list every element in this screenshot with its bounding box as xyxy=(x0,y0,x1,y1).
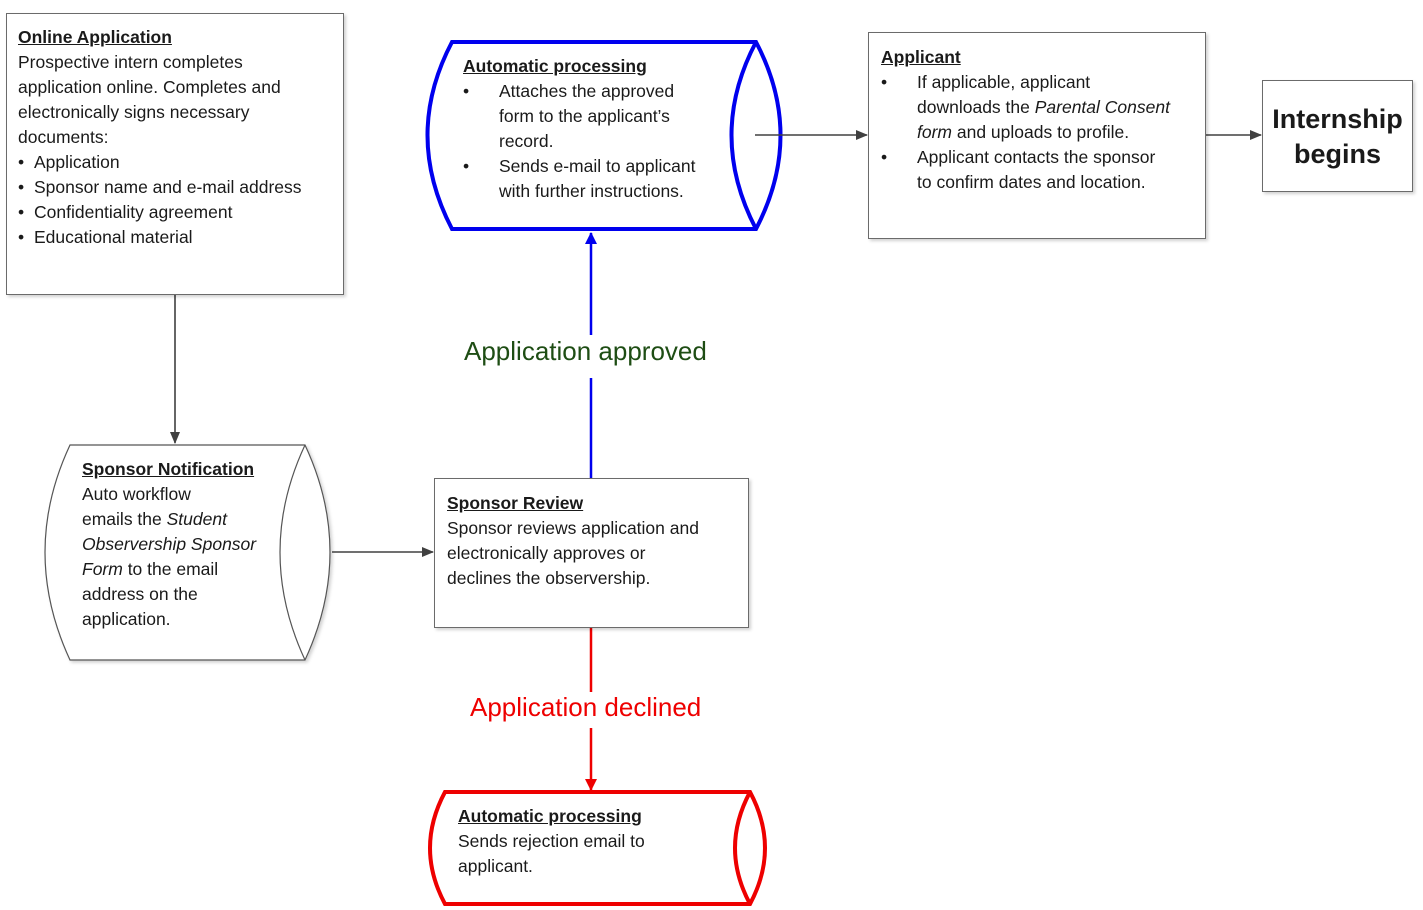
online-application-text: documents: xyxy=(18,127,109,147)
applicant-title: Applicant xyxy=(881,47,961,67)
list-item: •Attaches the approved xyxy=(463,79,696,104)
bullet-icon: • xyxy=(463,156,470,176)
bullet-icon: • xyxy=(18,227,25,247)
auto-declined-shape xyxy=(428,790,767,906)
auto-declined-node: Automatic processing Sends rejection ema… xyxy=(458,806,645,876)
bullet-icon: • xyxy=(881,147,888,167)
online-application-text: Prospective intern completes xyxy=(18,52,243,72)
online-application-title: Online Application xyxy=(18,27,172,47)
bullet-icon: • xyxy=(881,72,888,92)
list-item: •Sends e-mail to applicant xyxy=(463,154,696,179)
list-item: •Confidentiality agreement xyxy=(18,200,302,225)
list-item: •Application xyxy=(18,150,302,175)
auto-approved-node: Automatic processing •Attaches the appro… xyxy=(463,56,696,201)
list-item: •Applicant contacts the sponsor xyxy=(881,145,1170,170)
approved-label: Application approved xyxy=(464,336,707,366)
auto-declined-title: Automatic processing xyxy=(458,806,642,826)
bullet-icon: • xyxy=(463,81,470,101)
bullet-icon: • xyxy=(18,152,25,172)
auto-approved-shape xyxy=(425,40,783,231)
list-item: •If applicable, applicant xyxy=(881,70,1170,95)
online-application-node: Online Application Prospective intern co… xyxy=(6,13,344,295)
sponsor-review-node: Sponsor Review Sponsor reviews applicati… xyxy=(434,478,749,628)
applicant-node: Applicant •If applicable, applicant down… xyxy=(868,32,1206,239)
bullet-icon: • xyxy=(18,202,25,222)
declined-label: Application declined xyxy=(470,692,702,722)
sponsor-notification-node: Sponsor Notification Auto workflow email… xyxy=(82,459,257,629)
sponsor-review-title: Sponsor Review xyxy=(447,493,584,513)
bullet-icon: • xyxy=(18,177,25,197)
list-item: •Sponsor name and e-mail address xyxy=(18,175,302,200)
internship-begins-node: Internship begins xyxy=(1262,80,1413,192)
auto-approved-title: Automatic processing xyxy=(463,56,647,76)
online-application-text: electronically signs necessary xyxy=(18,102,250,122)
sponsor-notification-shape xyxy=(44,444,331,661)
list-item: •Educational material xyxy=(18,225,302,250)
online-application-text: application online. Completes and xyxy=(18,77,281,97)
sponsor-notification-title: Sponsor Notification xyxy=(82,459,255,479)
